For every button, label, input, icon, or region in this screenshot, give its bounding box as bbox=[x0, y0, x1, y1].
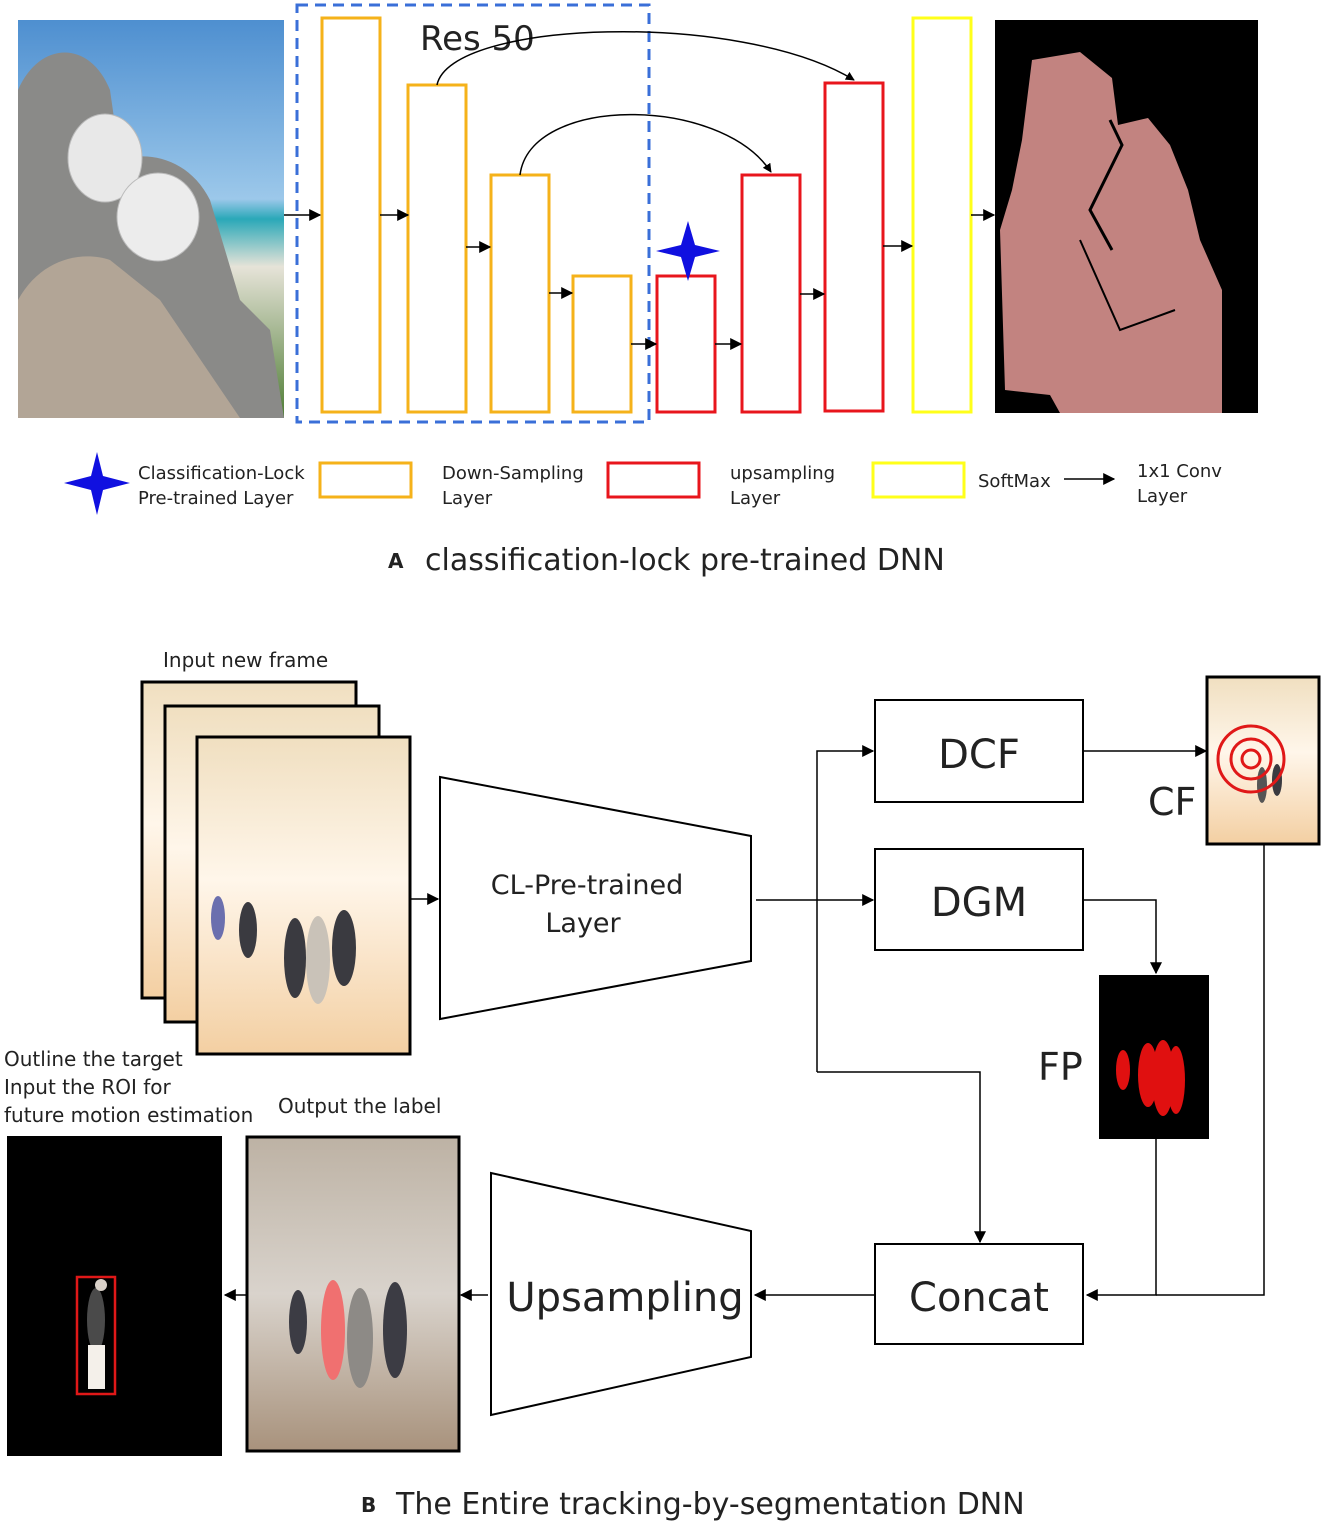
output-label-image bbox=[245, 1135, 461, 1453]
legend-softmax-label: SoftMax bbox=[978, 471, 1051, 492]
panel-a-letter: A bbox=[388, 549, 404, 573]
upsampling-block bbox=[655, 274, 717, 414]
legend-downsampling-swatch bbox=[318, 461, 413, 499]
panel-b-caption: The Entire tracking-by-segmentation DNN bbox=[395, 1487, 1025, 1522]
upsampling-block bbox=[823, 81, 885, 413]
softmax-block bbox=[911, 16, 973, 414]
upsampling-label: Upsampling bbox=[506, 1275, 743, 1321]
outline-line2: Input the ROI for bbox=[4, 1075, 171, 1099]
input-frames bbox=[140, 680, 412, 1056]
dgm-box bbox=[874, 848, 1084, 951]
legend-star-icon bbox=[64, 452, 130, 515]
skip-connection-arrow bbox=[436, 30, 855, 86]
upsampling-decoder bbox=[490, 1171, 752, 1417]
legend-softmax-swatch bbox=[871, 461, 966, 499]
fp-label: FP bbox=[1038, 1045, 1083, 1089]
legend-upsampling-swatch bbox=[606, 461, 701, 499]
legend-conv-label-line2: Layer bbox=[1137, 486, 1188, 507]
dcf-label: DCF bbox=[938, 732, 1020, 778]
downsampling-block bbox=[571, 274, 633, 414]
cf-response-image bbox=[1205, 675, 1321, 846]
legend-down-label-line2: Layer bbox=[442, 488, 493, 509]
upsampling-block bbox=[740, 173, 802, 414]
cf-label: CF bbox=[1148, 780, 1196, 824]
legend-conv-label-line1: 1x1 Conv bbox=[1137, 461, 1222, 482]
legend-down-label-line1: Down-Sampling bbox=[442, 463, 584, 484]
encoder-label-line2: Layer bbox=[545, 908, 621, 939]
conv-arrows bbox=[284, 209, 996, 350]
panel-a-caption: classification-lock pre-trained DNN bbox=[425, 543, 945, 578]
downsampling-block bbox=[406, 83, 468, 414]
outline-line1: Outline the target bbox=[4, 1047, 183, 1071]
legend-up-label-line1: upsampling bbox=[730, 463, 835, 484]
downsampling-block bbox=[489, 173, 551, 414]
legend-star-label-line1: Classification-Lock bbox=[138, 463, 305, 484]
downsampling-blocks bbox=[320, 16, 633, 414]
roi-image bbox=[7, 1136, 222, 1456]
panel-b: Input new frame CL-Pre-trained Layer DCF… bbox=[4, 648, 1321, 1456]
panel-a: Res 50 bbox=[18, 3, 1258, 424]
res50-box bbox=[295, 3, 651, 424]
cl-pretrained-encoder bbox=[439, 775, 752, 1021]
classification-lock-star-icon bbox=[656, 221, 720, 281]
fp-mask-image bbox=[1099, 975, 1209, 1139]
encoder-label-line1: CL-Pre-trained bbox=[491, 870, 683, 901]
legend-up-label-line2: Layer bbox=[730, 488, 781, 509]
segmentation-output bbox=[995, 20, 1258, 413]
panel-b-letter: B bbox=[361, 1493, 376, 1517]
panel-a-legend: Classification-Lock Pre-trained Layer Do… bbox=[64, 452, 1222, 515]
res50-label: Res 50 bbox=[420, 19, 535, 59]
input-frame bbox=[195, 735, 412, 1056]
dcf-box bbox=[874, 699, 1084, 803]
outline-line3: future motion estimation bbox=[4, 1103, 253, 1127]
dgm-label: DGM bbox=[931, 880, 1027, 926]
concat-label: Concat bbox=[909, 1275, 1049, 1321]
input-photo bbox=[18, 20, 284, 418]
downsampling-block bbox=[320, 16, 382, 414]
input-frame-label: Input new frame bbox=[163, 648, 328, 672]
connectors bbox=[223, 745, 1265, 1301]
skip-connection-arrow bbox=[519, 113, 772, 176]
output-label-caption: Output the label bbox=[278, 1094, 441, 1118]
roi-box bbox=[75, 1275, 117, 1396]
concat-box bbox=[874, 1243, 1084, 1345]
legend-star-label-line2: Pre-trained Layer bbox=[138, 488, 294, 509]
